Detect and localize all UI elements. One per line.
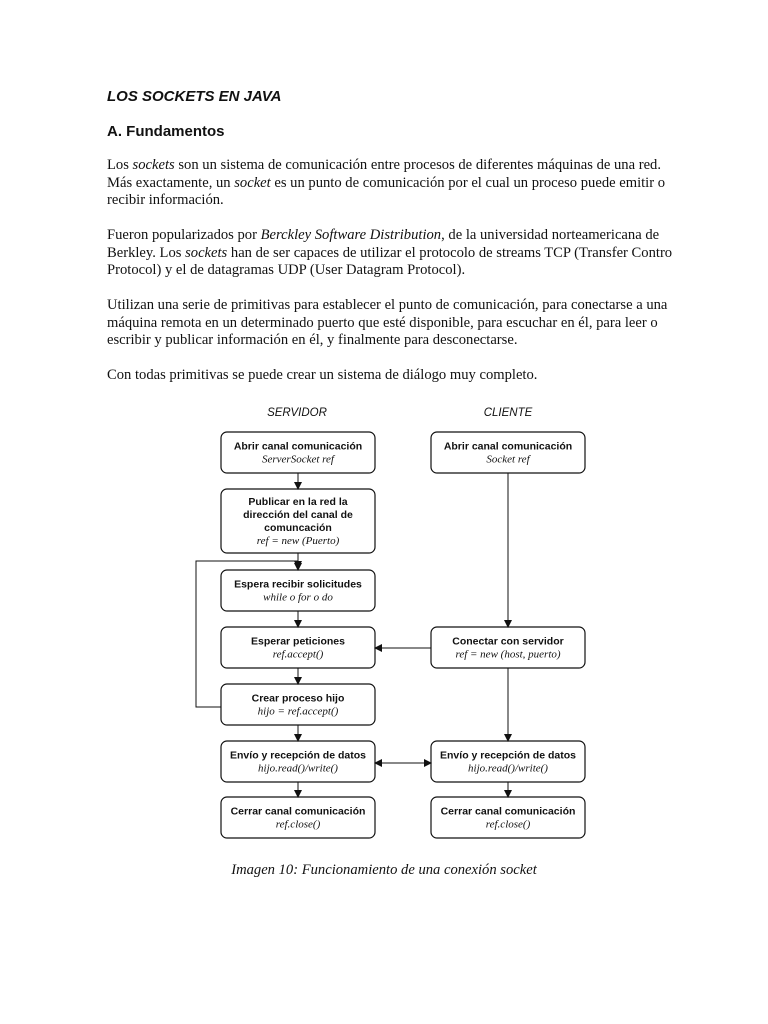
text-run: Con todas primitivas se puede crear un s… xyxy=(107,367,538,383)
flow-node-code: ref = new (Puerto) xyxy=(257,535,340,547)
flow-node-code: hijo.read()/write() xyxy=(468,763,548,775)
flow-node-box xyxy=(430,626,586,669)
flow-node-box xyxy=(220,569,376,612)
flow-node-srv-io: Envío y recepción de datoshijo.read()/wr… xyxy=(220,740,376,783)
flow-node-code: hijo.read()/write() xyxy=(258,763,338,775)
flow-node-title: dirección del canal de xyxy=(243,509,353,521)
flow-node-title: Esperar peticiones xyxy=(251,636,345,648)
flow-node-box xyxy=(430,796,586,839)
flow-node-code: ref.close() xyxy=(486,819,531,831)
paragraph-1: Los sockets son un sistema de comunicaci… xyxy=(107,157,677,210)
text-run: son un sistema de comunicación entre pro… xyxy=(107,157,661,191)
text-run: han de ser capaces de utilizar el protoc… xyxy=(107,244,673,279)
flow-node-title: Abrir canal comunicación xyxy=(234,441,362,453)
flow-node-title: Envío y recepción de datos xyxy=(440,750,576,762)
client-column-heading: CLIENTE xyxy=(484,407,533,419)
document-title: LOS SOCKETS EN JAVA xyxy=(107,88,282,105)
paragraph-4: Con todas primitivas se puede crear un s… xyxy=(107,367,677,385)
flow-node-box xyxy=(430,740,586,783)
flow-node-title: Cerrar canal comunicación xyxy=(441,806,576,818)
flow-node-title: Envío y recepción de datos xyxy=(230,750,366,762)
paragraph-3: Utilizan una serie de primitivas para es… xyxy=(107,297,677,350)
italic-term: Berckley Software Distribution xyxy=(260,227,442,243)
flow-node-box xyxy=(220,796,376,839)
flow-node-box xyxy=(220,626,376,669)
text-run: Utilizan una serie de primitivas para es… xyxy=(107,297,668,348)
flow-node-title: Espera recibir solicitudes xyxy=(234,579,362,591)
flow-node-box xyxy=(220,431,376,474)
flow-node-title: Crear proceso hijo xyxy=(252,693,345,705)
italic-term: sockets xyxy=(185,244,228,261)
flow-node-code: ref.accept() xyxy=(273,649,324,661)
flow-node-title: comuncación xyxy=(264,522,332,534)
text-run: Fueron popularizados por xyxy=(107,227,261,243)
flow-node-cli-io: Envío y recepción de datoshijo.read()/wr… xyxy=(430,740,586,783)
italic-term: sockets xyxy=(132,157,175,173)
diagram-connectors xyxy=(195,473,512,798)
flow-node-code: ServerSocket ref xyxy=(262,454,336,466)
flow-node-title: Conectar con servidor xyxy=(452,636,563,648)
flow-node-code: Socket ref xyxy=(486,454,531,466)
text-run: , de la universidad norteamericana de Be… xyxy=(107,227,660,261)
italic-term: socket xyxy=(234,174,271,191)
flow-node-code: ref = new (host, puerto) xyxy=(455,649,560,661)
figure-caption: Imagen 10: Funcionamiento de una conexió… xyxy=(231,862,537,878)
paragraph-2: Fueron popularizados por Berckley Softwa… xyxy=(107,227,677,280)
flow-node-box xyxy=(430,431,586,474)
flow-node-code: hijo = ref.accept() xyxy=(258,706,339,718)
text-run: Los xyxy=(107,157,133,173)
server-column-heading: SERVIDOR xyxy=(267,407,327,419)
flow-node-box xyxy=(220,740,376,783)
flow-node-title: Cerrar canal comunicación xyxy=(231,806,366,818)
arrow-loop-back xyxy=(195,560,302,708)
flow-node-title: Publicar en la red la xyxy=(248,496,347,508)
flow-node-box xyxy=(220,683,376,726)
flow-node-code: ref.close() xyxy=(276,819,321,831)
section-heading: A. Fundamentos xyxy=(107,123,225,140)
text-run: es un punto de comunicación por el cual … xyxy=(107,174,666,209)
flow-node-title: Abrir canal comunicación xyxy=(444,441,572,453)
flow-node-code: while o for o do xyxy=(263,592,333,604)
